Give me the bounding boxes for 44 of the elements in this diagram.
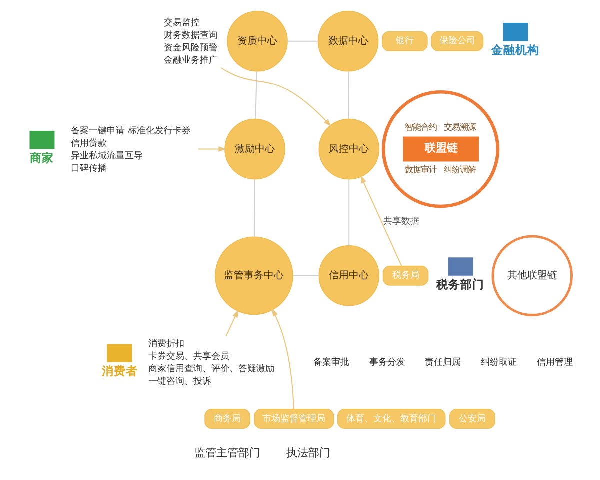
node-box: 商务局: [204, 409, 250, 430]
node-label: 商家: [30, 150, 54, 165]
node-circle: 信用中心: [318, 245, 380, 306]
node-circle: 激励中心: [224, 118, 286, 180]
connector: [255, 70, 258, 120]
node-circle: 数据中心: [318, 10, 379, 72]
connector: [348, 178, 350, 246]
node-circle: 其他联盟链: [492, 235, 573, 317]
node-box: [448, 258, 474, 276]
connector: [348, 70, 350, 120]
connector: [292, 275, 320, 276]
label: 监管主管部门: [194, 446, 261, 460]
node-label: 税务部门: [436, 278, 485, 292]
arrow: [198, 146, 227, 152]
node-box: 税务局: [382, 266, 429, 286]
label: 责任归属: [425, 356, 462, 368]
connector: [254, 178, 256, 238]
node-box: [30, 130, 55, 150]
node-text: 消费折扣 卡券交易、共享会员 商家信用查询、评价、答疑激励 一键咨询、投诉: [148, 338, 274, 387]
label: 信用管理: [536, 356, 573, 368]
label: 执法部门: [286, 446, 330, 460]
node-box: 保险公司: [431, 31, 484, 52]
node-label: 金融机构: [492, 43, 540, 58]
label: 纠纷取证: [481, 356, 518, 368]
arrow: [226, 310, 239, 337]
node-box: [107, 344, 132, 362]
label: 事务分发: [369, 356, 406, 368]
node-circle: 智能合约 交易溯源 联盟链 数据审计 纠纷调解: [382, 90, 500, 208]
node-box: 市场监督管理局: [254, 409, 334, 430]
node-circle: 资质中心: [227, 10, 288, 72]
node-circle: 监管事务中心: [215, 236, 294, 316]
node-text: 交易监控 财务数据查询 资金风险预警 金融业务推广: [164, 17, 218, 66]
node-box: [503, 23, 528, 42]
edge-label: 共享数据: [384, 216, 420, 227]
node-label: 消费者: [102, 364, 138, 378]
node-box: 公安局: [450, 409, 496, 430]
node-box: 银行: [382, 31, 428, 52]
node-text: 备案一键申请 标准化发行卡券 信用贷款 异业私域流量互导 口碑传播: [70, 125, 191, 174]
arrow: [272, 308, 294, 410]
node-box: 体育、文化、教育部门: [337, 409, 446, 430]
connector: [287, 40, 319, 42]
arrow: [360, 176, 402, 267]
label: 备案审批: [314, 356, 350, 368]
arrow: [220, 67, 332, 127]
